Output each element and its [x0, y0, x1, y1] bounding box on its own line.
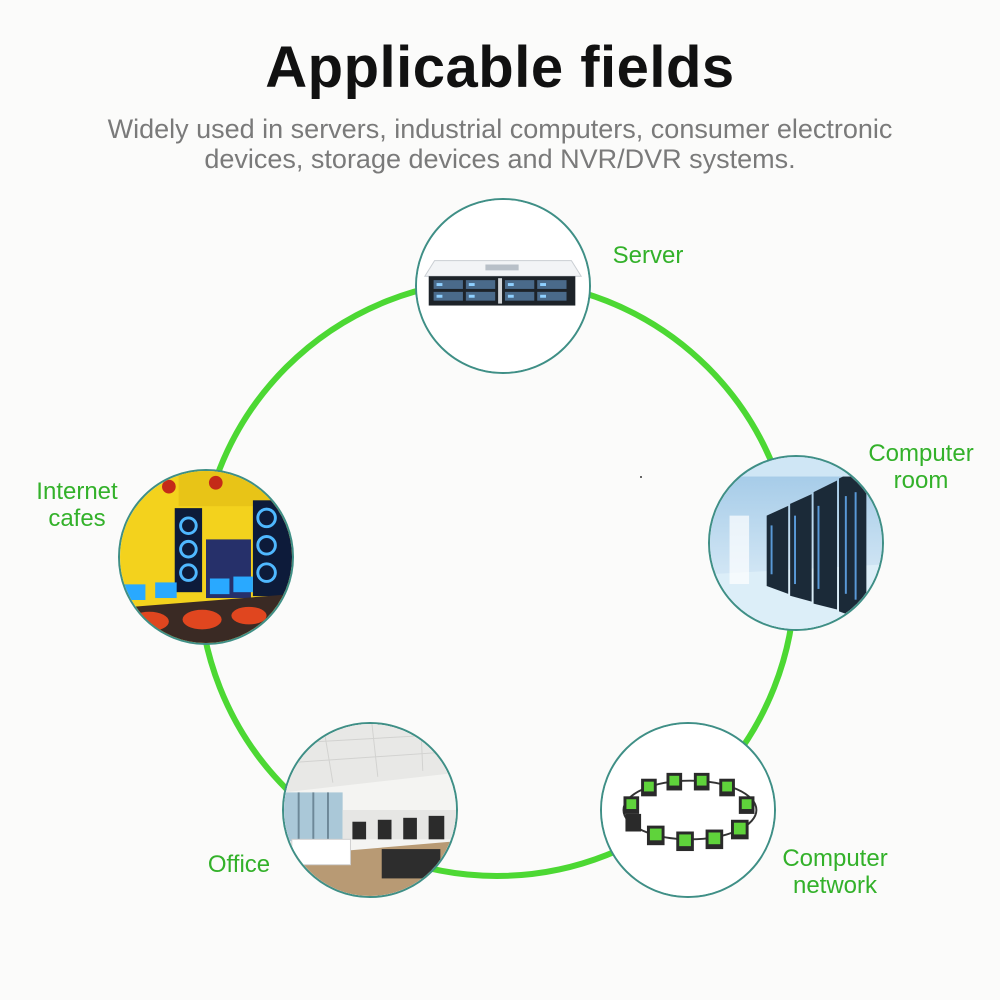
- label-computer-room: Computer room: [868, 440, 974, 494]
- computer-room-image-circle: [708, 455, 884, 631]
- computer-network-image-circle: [600, 722, 776, 898]
- subtitle-line-1: Widely used in servers, industrial compu…: [107, 114, 893, 144]
- internet-cafe-image: [120, 471, 292, 643]
- office-interior-image: [284, 724, 456, 896]
- label-server: Server: [612, 242, 684, 269]
- label-office: Office: [207, 851, 271, 878]
- label-internet-cafes: Internet cafes: [36, 478, 118, 532]
- server-image-circle: [415, 198, 591, 374]
- subtitle-line-2: devices, storage devices and NVR/DVR sys…: [204, 144, 796, 174]
- office-image-circle: [282, 722, 458, 898]
- page-subtitle: Widely used in servers, industrial compu…: [60, 114, 940, 174]
- stray-dot: [640, 476, 642, 478]
- data-center-image: [710, 457, 882, 629]
- label-computer-network: Computer network: [782, 845, 888, 899]
- page-title: Applicable fields: [265, 35, 735, 100]
- internet-cafes-image-circle: [118, 469, 294, 645]
- rack-server-image: [417, 200, 589, 372]
- network-ring-image: [602, 724, 774, 896]
